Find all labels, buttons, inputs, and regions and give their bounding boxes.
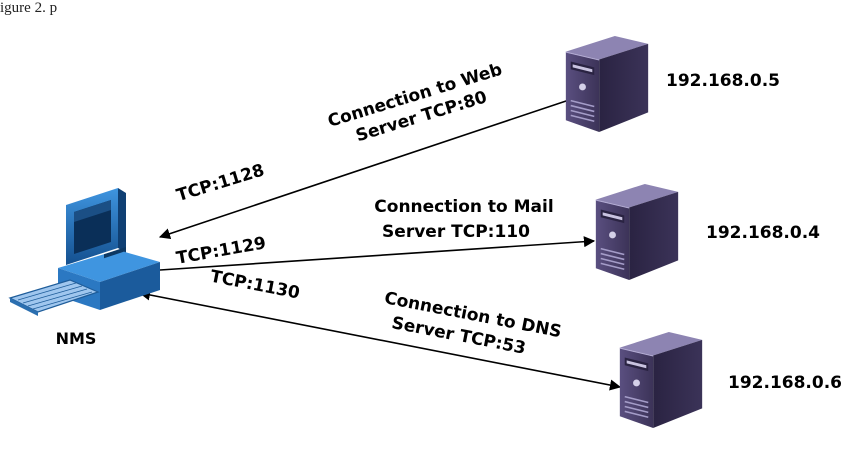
client-port-label: TCP:1130: [209, 267, 302, 304]
connection-arrow-web: [158, 94, 580, 240]
connection-label-line1: Connection to Mail: [374, 197, 553, 217]
figure-caption: igure 2. p: [0, 0, 57, 16]
nms-label: NMS: [56, 329, 97, 348]
server-ip-label: 192.168.0.6: [728, 373, 842, 393]
server-ip-label: 192.168.0.4: [706, 223, 820, 243]
server-tower-icon: [595, 183, 679, 281]
server-tower-icon: [619, 331, 703, 429]
connection-label-line2: Server TCP:110: [382, 222, 530, 242]
server-tower-icon: [565, 35, 649, 133]
server-ip-label: 192.168.0.5: [666, 71, 780, 91]
computer-workstation-icon: [8, 188, 160, 316]
client-port-label: TCP:1128: [174, 160, 267, 206]
connection-arrow-dns: [138, 289, 622, 391]
connection-arrow-mail: [159, 236, 596, 271]
